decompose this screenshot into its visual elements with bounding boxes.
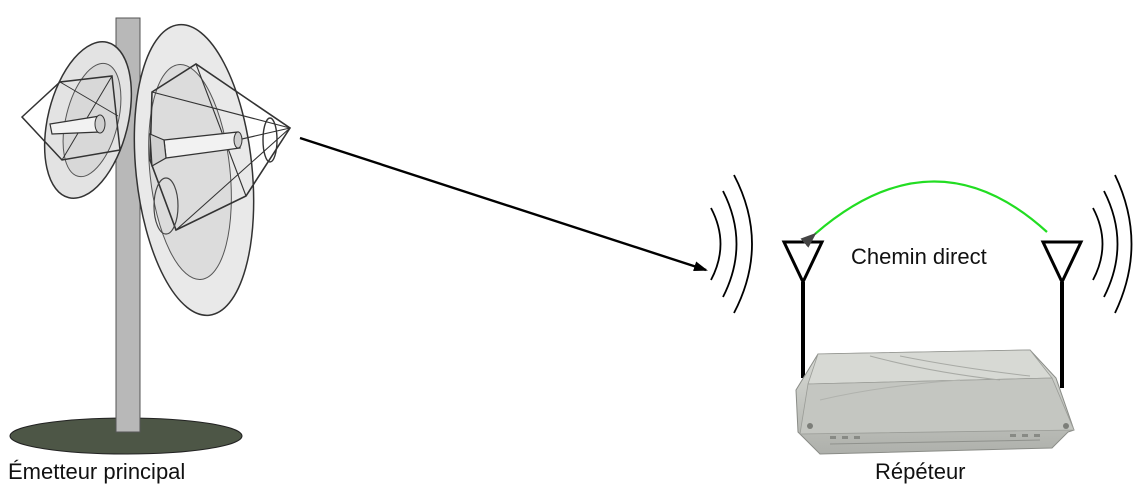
transmission-arrow (300, 138, 706, 270)
main-transmitter-antenna (10, 18, 290, 454)
main-transmitter-label: Émetteur principal (8, 459, 185, 485)
signal-waves-left-icon (711, 175, 752, 313)
direct-path-arc (815, 181, 1047, 234)
right-dish (121, 19, 290, 322)
signal-waves-right-icon (1093, 175, 1132, 313)
direct-path-label: Chemin direct (849, 244, 989, 270)
repeater-transmit-antenna-icon (1043, 242, 1081, 388)
repeater-device (796, 350, 1074, 454)
repeater-label: Répéteur (875, 459, 966, 485)
